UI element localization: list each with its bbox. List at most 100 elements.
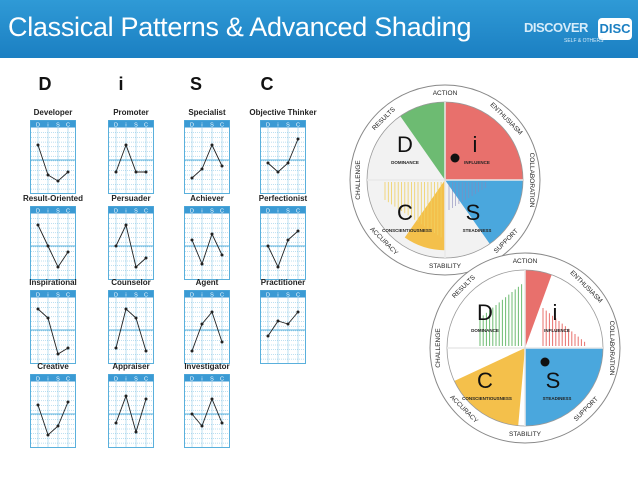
pattern-label: Result-Oriented — [22, 194, 83, 203]
graph-header-bar — [30, 290, 76, 298]
graph-header-letter: C — [144, 209, 148, 215]
pattern-point — [46, 244, 50, 248]
pattern-line — [191, 143, 223, 179]
pattern-point — [124, 223, 128, 227]
graph-header-letter: i — [125, 209, 126, 215]
column-letter-s: S — [189, 74, 202, 94]
pattern-point — [266, 161, 270, 165]
wheel-outer-word: COLLABORATION — [528, 153, 535, 208]
graph-header-letter: D — [114, 209, 118, 215]
graph-header-letter: i — [125, 377, 126, 383]
graph-frame — [260, 206, 306, 280]
pattern-point — [190, 412, 194, 416]
pattern-point — [134, 170, 138, 174]
graph-header-bar — [108, 374, 154, 382]
graph-header-letter: D — [190, 123, 194, 129]
wheel-outer-word: ACTION — [433, 90, 458, 97]
pattern-point — [134, 316, 138, 320]
graph-header-letter: i — [47, 123, 48, 129]
pattern-point — [266, 334, 270, 338]
wheel-quadrant-i — [525, 270, 552, 348]
graph-header-bar — [184, 206, 230, 214]
graph-frame — [184, 374, 230, 448]
graph-header-letter: C — [296, 123, 300, 129]
pattern-line — [115, 394, 147, 434]
wheel-quadrant-c — [454, 348, 525, 426]
pattern-label: Appraiser — [112, 362, 150, 371]
pattern-point — [220, 253, 224, 257]
graph-header-letter: C — [220, 123, 224, 129]
pattern-point — [114, 244, 118, 248]
graph-header-letter: D — [36, 293, 40, 299]
graph-header-letter: i — [47, 377, 48, 383]
wheel-quadrant-word: INFLUENCE — [544, 328, 570, 333]
graph-frame — [30, 206, 76, 280]
graph-frame — [30, 120, 76, 194]
wheel-quadrant-word: INFLUENCE — [464, 160, 490, 165]
graph-header-letter: S — [56, 123, 60, 129]
graph-frame — [30, 290, 76, 364]
wheel-outer-word: STABILITY — [509, 431, 542, 438]
pattern-label: Developer — [33, 108, 73, 117]
graph-header-letter: D — [114, 293, 118, 299]
wheel-outer-word: ACTION — [513, 258, 538, 265]
graph-header-letter: D — [190, 377, 194, 383]
graph-header-letter: S — [56, 377, 60, 383]
wheel-quadrant-word: DOMINANCE — [391, 160, 419, 165]
pattern-point — [286, 322, 290, 326]
pattern-label: Objective Thinker — [249, 108, 317, 117]
graph-header-letter: S — [286, 209, 290, 215]
pattern-point — [36, 403, 40, 407]
wheel-quadrant-letter: S — [546, 368, 561, 393]
graph-header-bar — [108, 206, 154, 214]
wheel-quadrant-letter: i — [473, 132, 478, 157]
graph-frame — [30, 374, 76, 448]
graph-header-bar — [184, 120, 230, 128]
pattern-line — [37, 144, 69, 182]
column-letter-i: i — [118, 74, 124, 94]
graph-header-letter: D — [114, 123, 118, 129]
graph-header-letter: S — [286, 123, 290, 129]
pattern-label: Specialist — [188, 108, 226, 117]
pattern-point — [190, 176, 194, 180]
pattern-line — [37, 308, 69, 355]
logo-disc-mark: DISC — [598, 18, 632, 40]
pattern-point — [190, 349, 194, 353]
wheel-quadrant-word: DOMINANCE — [471, 328, 499, 333]
pattern-line — [115, 143, 146, 173]
pattern-point — [200, 262, 204, 266]
pattern-point — [266, 244, 270, 248]
graph-header-letter: D — [190, 293, 194, 299]
wheel-quadrant-word: CONSCIENTIOUSNESS — [382, 228, 432, 233]
graph-header-bar — [184, 374, 230, 382]
pattern-point — [134, 265, 138, 269]
graph-header-bar — [30, 206, 76, 214]
graph-header-letter: C — [144, 293, 148, 299]
graph-header-letter: D — [36, 209, 40, 215]
graph-header-letter: S — [134, 377, 138, 383]
wheel-outer-word: CHALLENGE — [435, 328, 442, 368]
graph-header-letter: i — [125, 123, 126, 129]
graph-frame — [184, 290, 230, 364]
wheel-quadrant-s — [445, 180, 523, 244]
pattern-point — [286, 161, 290, 165]
graph-header-letter: D — [266, 209, 270, 215]
wheel-outer-word: COLLABORATION — [608, 321, 615, 376]
pattern-line — [191, 397, 223, 427]
pattern-label: Perfectionist — [258, 194, 308, 203]
pattern-label: Investigator — [184, 362, 230, 371]
pattern-line — [115, 308, 147, 352]
pattern-point — [36, 143, 40, 147]
pattern-point — [66, 400, 70, 404]
pattern-point — [200, 322, 204, 326]
pattern-point — [296, 229, 300, 233]
graph-header-letter: i — [125, 293, 126, 299]
pattern-point — [144, 397, 148, 401]
graph-frame — [108, 290, 154, 364]
